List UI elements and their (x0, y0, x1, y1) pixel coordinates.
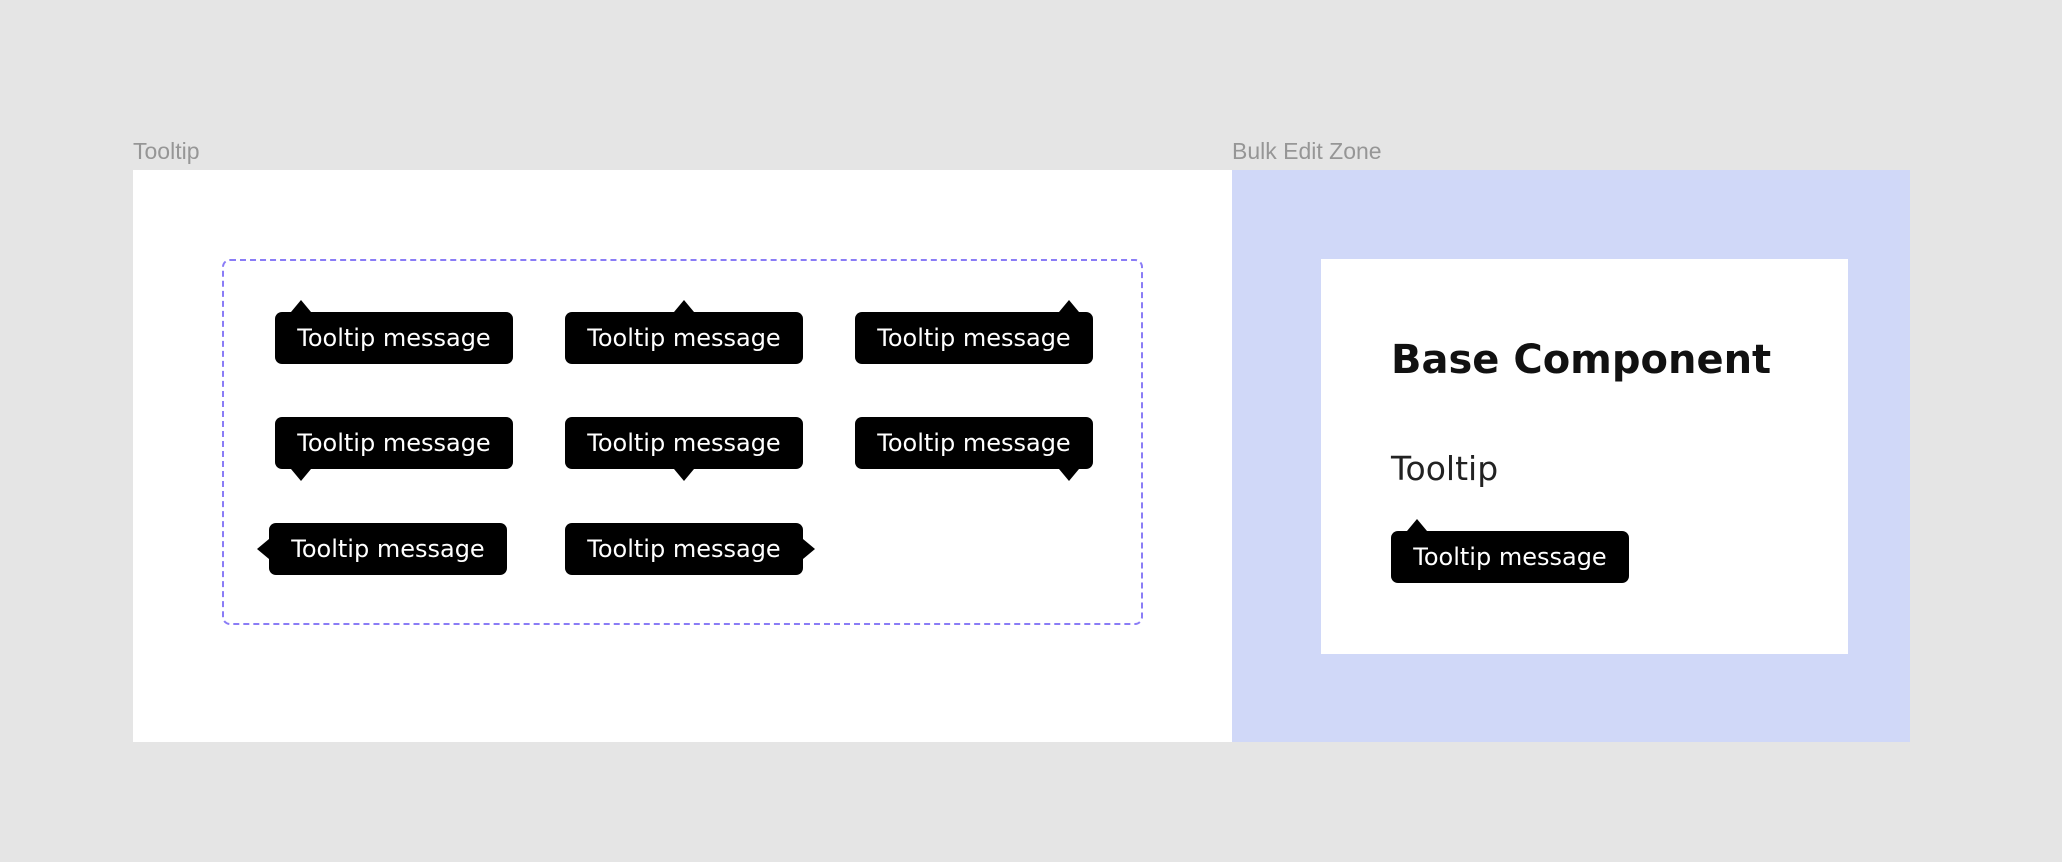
tooltip-variant-bottom-right[interactable]: Tooltip message (855, 417, 1093, 481)
bulk-edit-zone[interactable]: Base Component Tooltip Tooltip message (1232, 170, 1910, 742)
tooltip-variant-left[interactable]: Tooltip message (257, 523, 507, 575)
bulk-edit-zone-label[interactable]: Bulk Edit Zone (1232, 138, 1382, 164)
tooltip-variant-top-left[interactable]: Tooltip message (275, 300, 513, 364)
base-tooltip-instance[interactable]: Tooltip message (1391, 519, 1629, 583)
tooltip-variant-bottom-left[interactable]: Tooltip message (275, 417, 513, 481)
tooltip-frame-label[interactable]: Tooltip (133, 138, 200, 164)
tooltip-variant-top-center[interactable]: Tooltip message (565, 300, 803, 364)
tooltip-variant-right[interactable]: Tooltip message (565, 523, 815, 575)
base-component-title: Base Component (1391, 337, 1772, 383)
tooltip-frame[interactable]: Tooltip message Tooltip message Tooltip … (133, 170, 1232, 742)
tooltip-component-set[interactable]: Tooltip message Tooltip message Tooltip … (222, 259, 1143, 625)
tooltip-variant-top-right[interactable]: Tooltip message (855, 300, 1093, 364)
base-component-subtitle: Tooltip (1391, 449, 1499, 488)
base-component-card[interactable]: Base Component Tooltip Tooltip message (1321, 259, 1848, 654)
tooltip-variant-bottom-center[interactable]: Tooltip message (565, 417, 803, 481)
